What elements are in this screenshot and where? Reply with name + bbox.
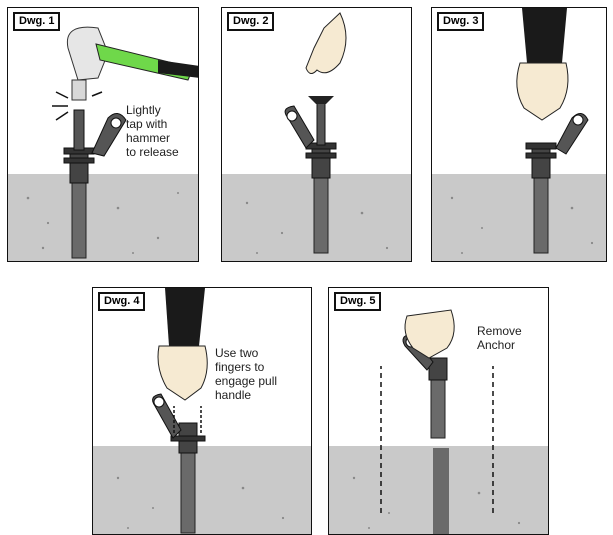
concrete-speckles <box>352 476 521 529</box>
arrow-up-icon <box>380 366 494 513</box>
arrow-up-icon <box>173 406 202 433</box>
concrete-slab <box>432 174 606 261</box>
panel-3-label: Dwg. 3 <box>437 12 485 31</box>
drawing-panel-3: Dwg. 3 <box>431 7 607 262</box>
concrete-speckles <box>26 192 179 254</box>
panel-2-illustration <box>222 12 411 261</box>
panel-4-label: Dwg. 4 <box>98 292 146 311</box>
panel-5-illustration <box>329 309 548 534</box>
panel-3-illustration <box>432 8 606 261</box>
concrete-speckles <box>245 201 389 254</box>
panel-4-caption: Use two fingers to engage pull handle <box>215 346 278 402</box>
impact-lines <box>52 91 103 121</box>
panel-4-illustration <box>93 288 311 534</box>
drawing-panel-4: Dwg. 4 Use two fingers to engage pull ha… <box>92 287 312 535</box>
concrete-speckles <box>116 476 285 529</box>
panel-1-label: Dwg. 1 <box>13 12 61 31</box>
anchor-icon <box>525 113 589 254</box>
drawing-panel-1: Dwg. 1 Lightly tap with hammer to releas… <box>7 7 199 262</box>
concrete-speckles <box>450 196 594 254</box>
panel-2-label: Dwg. 2 <box>227 12 275 31</box>
panel-5-label: Dwg. 5 <box>334 292 382 311</box>
hand-icon <box>305 12 347 74</box>
drawing-panel-2: Dwg. 2 <box>221 7 412 262</box>
anchor-icon <box>284 96 337 254</box>
anchor-hole <box>433 448 449 534</box>
hand-icon <box>157 288 208 401</box>
panel-1-illustration <box>8 26 198 261</box>
concrete-slab <box>8 174 198 261</box>
panel-5-caption: Remove Anchor <box>477 324 522 352</box>
hand-icon <box>516 8 569 121</box>
anchor-icon <box>63 109 127 259</box>
panel-1-caption: Lightly tap with hammer to release <box>126 103 179 159</box>
concrete-slab <box>93 446 311 534</box>
hammer-icon <box>66 26 198 101</box>
hand-icon <box>404 309 455 359</box>
drawing-panel-5: Dwg. 5 Remove Anchor <box>328 287 549 535</box>
